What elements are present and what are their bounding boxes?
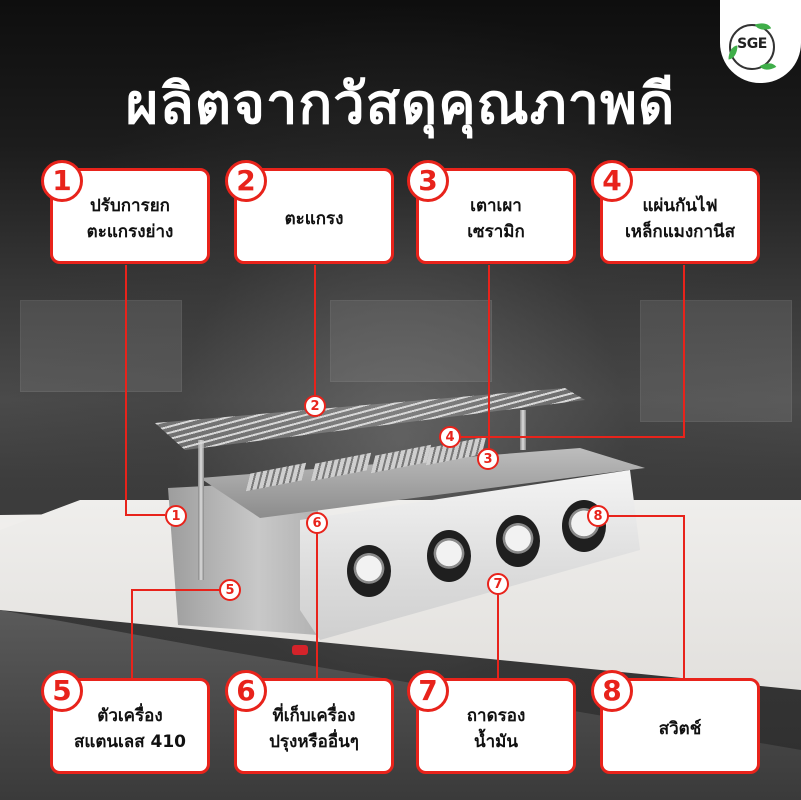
connector-line-5: [131, 589, 221, 591]
marker-5: 5: [219, 579, 241, 601]
connector-line-2: [314, 265, 316, 395]
marker-4: 4: [439, 426, 461, 448]
background-shelf: [330, 300, 492, 382]
feature-number-badge: 7: [407, 670, 449, 712]
connector-line-1: [125, 514, 165, 516]
marker-7: 7: [487, 573, 509, 595]
connector-line-4: [683, 265, 685, 437]
feature-number-badge: 5: [41, 670, 83, 712]
connector-line-8: [608, 515, 685, 517]
background-shelf: [640, 300, 792, 422]
feature-number-badge: 2: [225, 160, 267, 202]
grate-support-post: [520, 410, 526, 450]
feature-number-badge: 6: [225, 670, 267, 712]
feature-label: แผ่นกันไฟ เหล็กแมงกานีส: [624, 196, 736, 242]
marker-8: 8: [587, 505, 609, 527]
grate-support-post: [198, 440, 204, 580]
feature-card-7: ถาดรอง น้ำมัน: [416, 678, 576, 774]
gas-valve: [292, 645, 308, 655]
feature-label: ตัวเครื่อง สแตนเลส 410: [73, 706, 186, 752]
marker-1: 1: [165, 505, 187, 527]
connector-line-6: [316, 530, 318, 678]
recycle-leaf-ring-icon: [729, 24, 775, 70]
connector-line-3: [488, 265, 490, 450]
feature-number-badge: 8: [591, 670, 633, 712]
marker-2: 2: [304, 395, 326, 417]
burner-knob-3: [496, 515, 540, 567]
connector-line-7: [497, 594, 499, 678]
feature-label: สวิตช์: [658, 719, 702, 739]
burner-knob-1: [347, 545, 391, 597]
feature-number-badge: 1: [41, 160, 83, 202]
connector-line-4: [460, 436, 685, 438]
page-title: ผลิตจากวัสดุคุณภาพดี: [125, 72, 676, 137]
marker-6: 6: [306, 512, 328, 534]
background-shelf: [20, 300, 182, 392]
connector-line-5: [131, 589, 133, 679]
burner-knob-2: [427, 530, 471, 582]
connector-line-8: [683, 515, 685, 678]
feature-card-5: ตัวเครื่อง สแตนเลส 410: [50, 678, 210, 774]
feature-label: ถาดรอง น้ำมัน: [466, 706, 526, 752]
connector-line-1: [125, 265, 127, 515]
marker-3: 3: [477, 448, 499, 470]
feature-label: ที่เก็บเครื่อง ปรุงหรืออื่นๆ: [269, 706, 359, 752]
feature-label: เตาเผา เซรามิก: [467, 196, 525, 242]
feature-card-4: แผ่นกันไฟ เหล็กแมงกานีส: [600, 168, 760, 264]
feature-label: ตะแกรง: [284, 209, 344, 229]
feature-number-badge: 3: [407, 160, 449, 202]
logo-text: SGE: [737, 36, 767, 52]
feature-label: ปรับการยก ตะแกรงย่าง: [86, 196, 174, 242]
feature-number-badge: 4: [591, 160, 633, 202]
